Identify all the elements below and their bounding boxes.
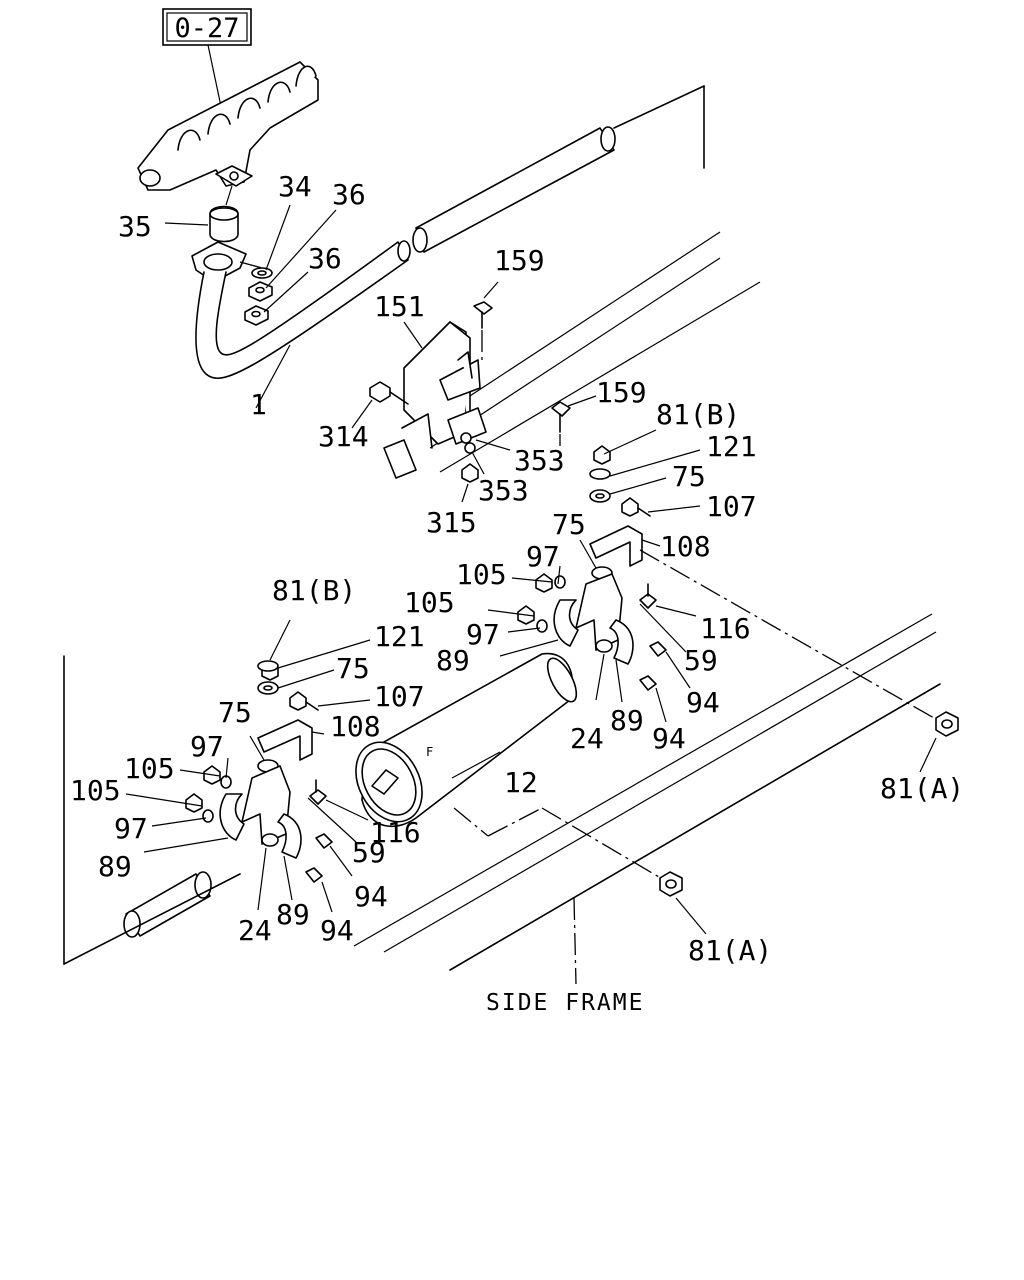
callout-121[interactable]: 121 xyxy=(706,430,757,463)
callout-81a[interactable]: 81(A) xyxy=(880,772,964,805)
callout-94[interactable]: 94 xyxy=(652,722,686,755)
callout-97[interactable]: 97 xyxy=(190,730,224,763)
parts-34-36-washers-nuts xyxy=(244,267,273,326)
callout-105[interactable]: 105 xyxy=(124,752,175,785)
callout-89[interactable]: 89 xyxy=(276,898,310,931)
callout-108[interactable]: 108 xyxy=(330,710,381,743)
left-mount-assembly xyxy=(185,660,333,883)
callout-108[interactable]: 108 xyxy=(660,530,711,563)
callout-81b[interactable]: 81(B) xyxy=(656,398,740,431)
callout-107[interactable]: 107 xyxy=(706,490,757,523)
callout-353[interactable]: 353 xyxy=(478,474,529,507)
part-12-muffler: F xyxy=(355,652,578,828)
callout-121[interactable]: 121 xyxy=(374,620,425,653)
callout-159[interactable]: 159 xyxy=(494,244,545,277)
svg-text:F: F xyxy=(426,745,433,759)
parts-314-315-353-fasteners xyxy=(369,381,479,483)
side-frame-label: SIDE FRAME xyxy=(486,990,644,1016)
callout-94[interactable]: 94 xyxy=(320,914,354,947)
reference-box-label: 0-27 xyxy=(174,13,239,44)
callout-353[interactable]: 353 xyxy=(514,444,565,477)
callout-94[interactable]: 94 xyxy=(686,686,720,719)
callout-24[interactable]: 24 xyxy=(238,914,272,947)
callout-97[interactable]: 97 xyxy=(526,540,560,573)
callout-315[interactable]: 315 xyxy=(426,506,477,539)
right-mount-assembly xyxy=(517,445,667,691)
callout-75[interactable]: 75 xyxy=(552,508,586,541)
part-81a-nuts xyxy=(659,711,959,897)
callout-97[interactable]: 97 xyxy=(114,812,148,845)
callout-89[interactable]: 89 xyxy=(98,850,132,883)
callout-105[interactable]: 105 xyxy=(70,774,121,807)
callout-94[interactable]: 94 xyxy=(354,880,388,913)
callout-59[interactable]: 59 xyxy=(684,644,718,677)
callout-105[interactable]: 105 xyxy=(404,586,455,619)
callout-75[interactable]: 75 xyxy=(218,696,252,729)
part-35-exhaust-gasket xyxy=(209,205,239,243)
callout-107[interactable]: 107 xyxy=(374,680,425,713)
callout-81b[interactable]: 81(B) xyxy=(272,574,356,607)
callout-34[interactable]: 34 xyxy=(278,170,312,203)
callout-89[interactable]: 89 xyxy=(610,704,644,737)
part-1-front-exhaust-pipe xyxy=(191,126,616,380)
callout-314[interactable]: 314 xyxy=(318,420,369,453)
callout-81a[interactable]: 81(A) xyxy=(688,934,772,967)
callout-97[interactable]: 97 xyxy=(466,618,500,651)
callout-89[interactable]: 89 xyxy=(436,644,470,677)
callout-116[interactable]: 116 xyxy=(370,816,421,849)
callout-105[interactable]: 105 xyxy=(456,558,507,591)
callout-116[interactable]: 116 xyxy=(700,612,751,645)
callout-24[interactable]: 24 xyxy=(570,722,604,755)
callout-36[interactable]: 36 xyxy=(332,178,366,211)
part-151-bracket xyxy=(383,321,487,479)
callout-1[interactable]: 1 xyxy=(250,388,267,421)
callout-35[interactable]: 35 xyxy=(118,210,152,243)
callout-12[interactable]: 12 xyxy=(504,766,538,799)
callout-59[interactable]: 59 xyxy=(352,836,386,869)
callout-75[interactable]: 75 xyxy=(336,652,370,685)
callout-36[interactable]: 36 xyxy=(308,242,342,275)
callouts: 34 36 35 36 159 151 1 159 81(B) 314 121 … xyxy=(70,170,964,1016)
callout-159[interactable]: 159 xyxy=(596,376,647,409)
reference-box[interactable]: 0-27 xyxy=(162,8,252,46)
exhaust-manifold xyxy=(137,61,319,191)
callout-151[interactable]: 151 xyxy=(374,290,425,323)
callout-75[interactable]: 75 xyxy=(672,460,706,493)
part-159-bolts xyxy=(473,301,571,433)
